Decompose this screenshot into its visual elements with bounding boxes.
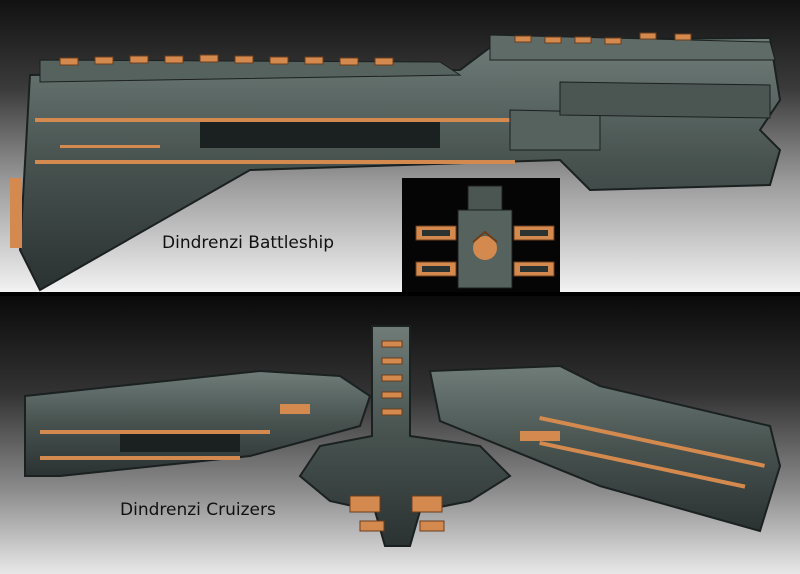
cruizers-model-illustration <box>24 325 782 547</box>
battleship-rear-illustration <box>415 185 555 289</box>
battleship-model-illustration <box>10 32 782 292</box>
emblem-icon <box>473 236 497 260</box>
cruizers-caption: Dindrenzi Cruizers <box>120 500 276 520</box>
battleship-photo-panel: Dindrenzi Battleship <box>0 0 800 292</box>
battleship-rear-view-inset <box>402 178 560 292</box>
cruizers-photo-panel: Dindrenzi Cruizers <box>0 296 800 574</box>
battleship-caption: Dindrenzi Battleship <box>162 233 335 253</box>
